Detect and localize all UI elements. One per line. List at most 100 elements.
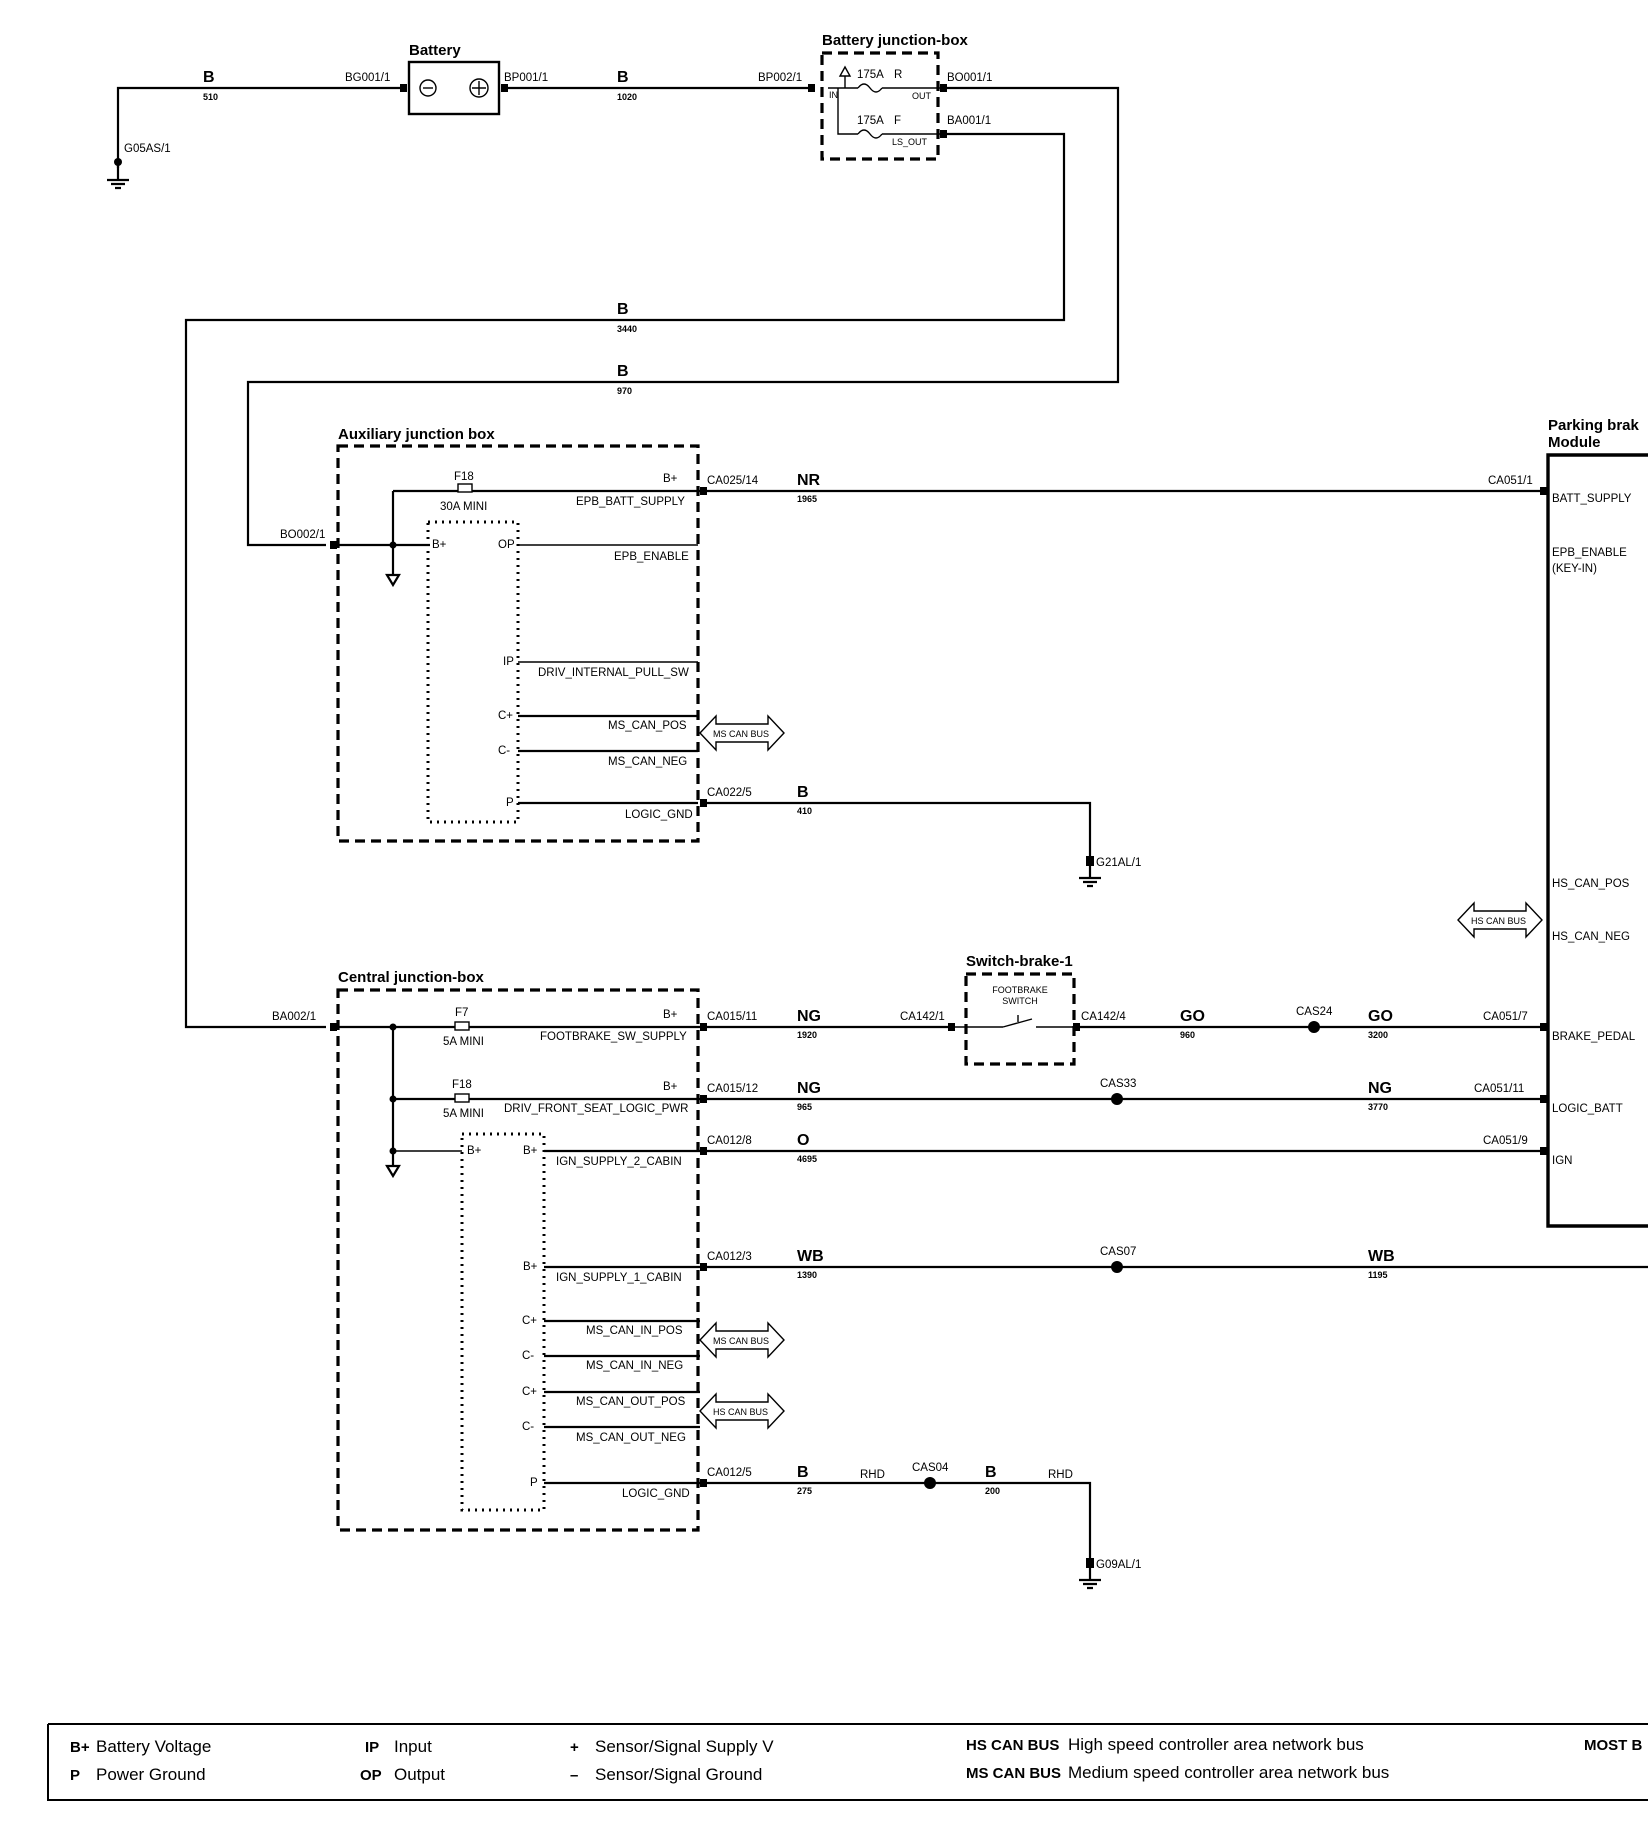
switch-brake-outline [964, 972, 1076, 1066]
wire-970 [246, 86, 1120, 547]
battery-negative-terminal [419, 79, 437, 97]
svg-text:275: 275 [797, 1486, 812, 1496]
svg-text:EPB_ENABLE: EPB_ENABLE [1552, 547, 1627, 559]
wire-410 [707, 801, 1092, 858]
ground-symbol-g21al [1079, 866, 1101, 888]
central-junction-box: Central junction-box BA002/1 F7 5A MINI … [272, 969, 700, 1532]
svg-text:B+: B+ [70, 1739, 90, 1756]
svg-text:CAS24: CAS24 [1296, 1006, 1333, 1018]
svg-text:P: P [70, 1767, 80, 1784]
svg-text:OUT: OUT [912, 91, 932, 101]
connector-bp002: BP002/1 [758, 72, 802, 84]
svg-text:B+: B+ [663, 1009, 678, 1021]
battery-positive-terminal [469, 78, 489, 98]
svg-text:MS CAN BUS: MS CAN BUS [966, 1765, 1061, 1782]
connector-ca051-7: CA051/7 [1483, 1011, 1528, 1023]
svg-text:MS_CAN_NEG: MS_CAN_NEG [608, 756, 687, 768]
svg-text:NG: NG [797, 1080, 821, 1097]
connector-ca142-4: CA142/4 [1081, 1011, 1126, 1023]
pbm-outline [1546, 453, 1648, 1228]
central-jb-outline [336, 988, 700, 1532]
svg-text:B+: B+ [467, 1145, 482, 1157]
connector-bp001: BP001/1 [504, 72, 548, 84]
svg-text:SWITCH: SWITCH [1002, 996, 1038, 1006]
wire-3440-color: B [617, 301, 629, 318]
svg-text:MS CAN BUS: MS CAN BUS [713, 729, 769, 739]
fuse-f18-central [454, 1093, 470, 1103]
connector-g21al: G21AL/1 [1096, 857, 1141, 869]
svg-text:3200: 3200 [1368, 1030, 1388, 1040]
fuse-f7 [454, 1021, 470, 1031]
wire-970-color: B [617, 363, 629, 380]
svg-text:HS CAN BUS: HS CAN BUS [713, 1407, 768, 1417]
svg-text:960: 960 [1180, 1030, 1195, 1040]
pbm-title-1: Parking brak [1548, 417, 1640, 434]
footbrake-switch-symbol [955, 1015, 1078, 1028]
battery-junction-box [820, 51, 940, 161]
svg-text:FOOTBRAKE_SW_SUPPLY: FOOTBRAKE_SW_SUPPLY [540, 1031, 687, 1043]
central-jb-title: Central junction-box [338, 969, 484, 986]
svg-text:EPB_ENABLE: EPB_ENABLE [614, 551, 689, 563]
connector-ca051-11: CA051/11 [1474, 1083, 1524, 1095]
svg-text:F7: F7 [455, 1007, 468, 1019]
svg-text:HS CAN BUS: HS CAN BUS [966, 1737, 1059, 1754]
svg-text:F18: F18 [452, 1079, 472, 1091]
connector-ca015-11: CA015/11 [707, 1011, 757, 1023]
svg-text:MS_CAN_POS: MS_CAN_POS [608, 720, 687, 732]
svg-text:Medium speed controller area n: Medium speed controller area network bus [1068, 1763, 1389, 1782]
svg-text:C+: C+ [522, 1386, 537, 1398]
svg-text:C-: C- [522, 1421, 534, 1433]
svg-text:C-: C- [498, 745, 510, 757]
connector-ba002: BA002/1 [272, 1011, 316, 1023]
wire-3440-num: 3440 [617, 324, 637, 334]
svg-text:C+: C+ [498, 710, 513, 722]
svg-text:R: R [894, 69, 902, 81]
svg-text:BATT_SUPPLY: BATT_SUPPLY [1552, 493, 1632, 505]
connector-ca015-12: CA015/12 [707, 1083, 758, 1095]
wire-1965-color: NR [797, 472, 821, 489]
pbm-title-2: Module [1548, 434, 1601, 451]
connector-g09al: G09AL/1 [1096, 1559, 1141, 1571]
connector-bo002: BO002/1 [280, 529, 325, 541]
svg-text:B+: B+ [523, 1145, 538, 1157]
svg-text:F18: F18 [454, 471, 474, 483]
svg-text:Power Ground: Power Ground [96, 1765, 206, 1784]
svg-text:CAS07: CAS07 [1100, 1246, 1136, 1258]
svg-text:5A MINI: 5A MINI [443, 1108, 484, 1120]
svg-text:C-: C- [522, 1350, 534, 1362]
wire-275-200 [707, 1481, 1092, 1560]
connector-ba001: BA001/1 [947, 115, 991, 127]
svg-text:MS_CAN_OUT_NEG: MS_CAN_OUT_NEG [576, 1432, 686, 1444]
svg-text:P: P [506, 797, 514, 809]
svg-text:Input: Input [394, 1737, 432, 1756]
battery-title: Battery [409, 42, 461, 59]
svg-text:OP: OP [498, 539, 515, 551]
svg-text:B+: B+ [523, 1261, 538, 1273]
svg-text:P: P [530, 1477, 538, 1489]
svg-text:IGN: IGN [1552, 1155, 1572, 1167]
svg-text:MS_CAN_IN_POS: MS_CAN_IN_POS [586, 1325, 683, 1337]
svg-text:CAS04: CAS04 [912, 1462, 949, 1474]
connector-ca012-5: CA012/5 [707, 1467, 752, 1479]
svg-text:Sensor/Signal Ground: Sensor/Signal Ground [595, 1765, 762, 1784]
svg-text:B+: B+ [663, 473, 678, 485]
ms-can-bus-arrow-aux: MS CAN BUS [699, 714, 785, 752]
connector-ca142-1: CA142/1 [900, 1011, 945, 1023]
connector-bo001: BO001/1 [947, 72, 992, 84]
svg-text:High speed controller area net: High speed controller area network bus [1068, 1735, 1364, 1754]
svg-text:MS_CAN_OUT_POS: MS_CAN_OUT_POS [576, 1396, 686, 1408]
svg-text:MOST B: MOST B [1584, 1737, 1642, 1754]
svg-text:IP: IP [365, 1739, 379, 1756]
svg-text:RHD: RHD [1048, 1469, 1073, 1481]
svg-text:DRIV_INTERNAL_PULL_SW: DRIV_INTERNAL_PULL_SW [538, 667, 689, 679]
svg-text:175A: 175A [857, 69, 884, 81]
connector-ca012-3: CA012/3 [707, 1251, 752, 1263]
aux-jb-wiring: CA025/14 NR 1965 CA051/1 MS CAN BUS CA02… [699, 472, 1547, 888]
svg-text:LOGIC_BATT: LOGIC_BATT [1552, 1103, 1623, 1115]
splice-cas04 [924, 1477, 936, 1489]
hs-can-bus-arrow-central-out: HS CAN BUS [699, 1392, 785, 1430]
central-jb-wiring: CA015/11 NG 1920 CA142/1 Switch-brake-1 … [699, 953, 1648, 1590]
connector-ca051-9: CA051/9 [1483, 1135, 1528, 1147]
aux-jb-outline [336, 444, 700, 843]
connector-ca022-5: CA022/5 [707, 787, 752, 799]
